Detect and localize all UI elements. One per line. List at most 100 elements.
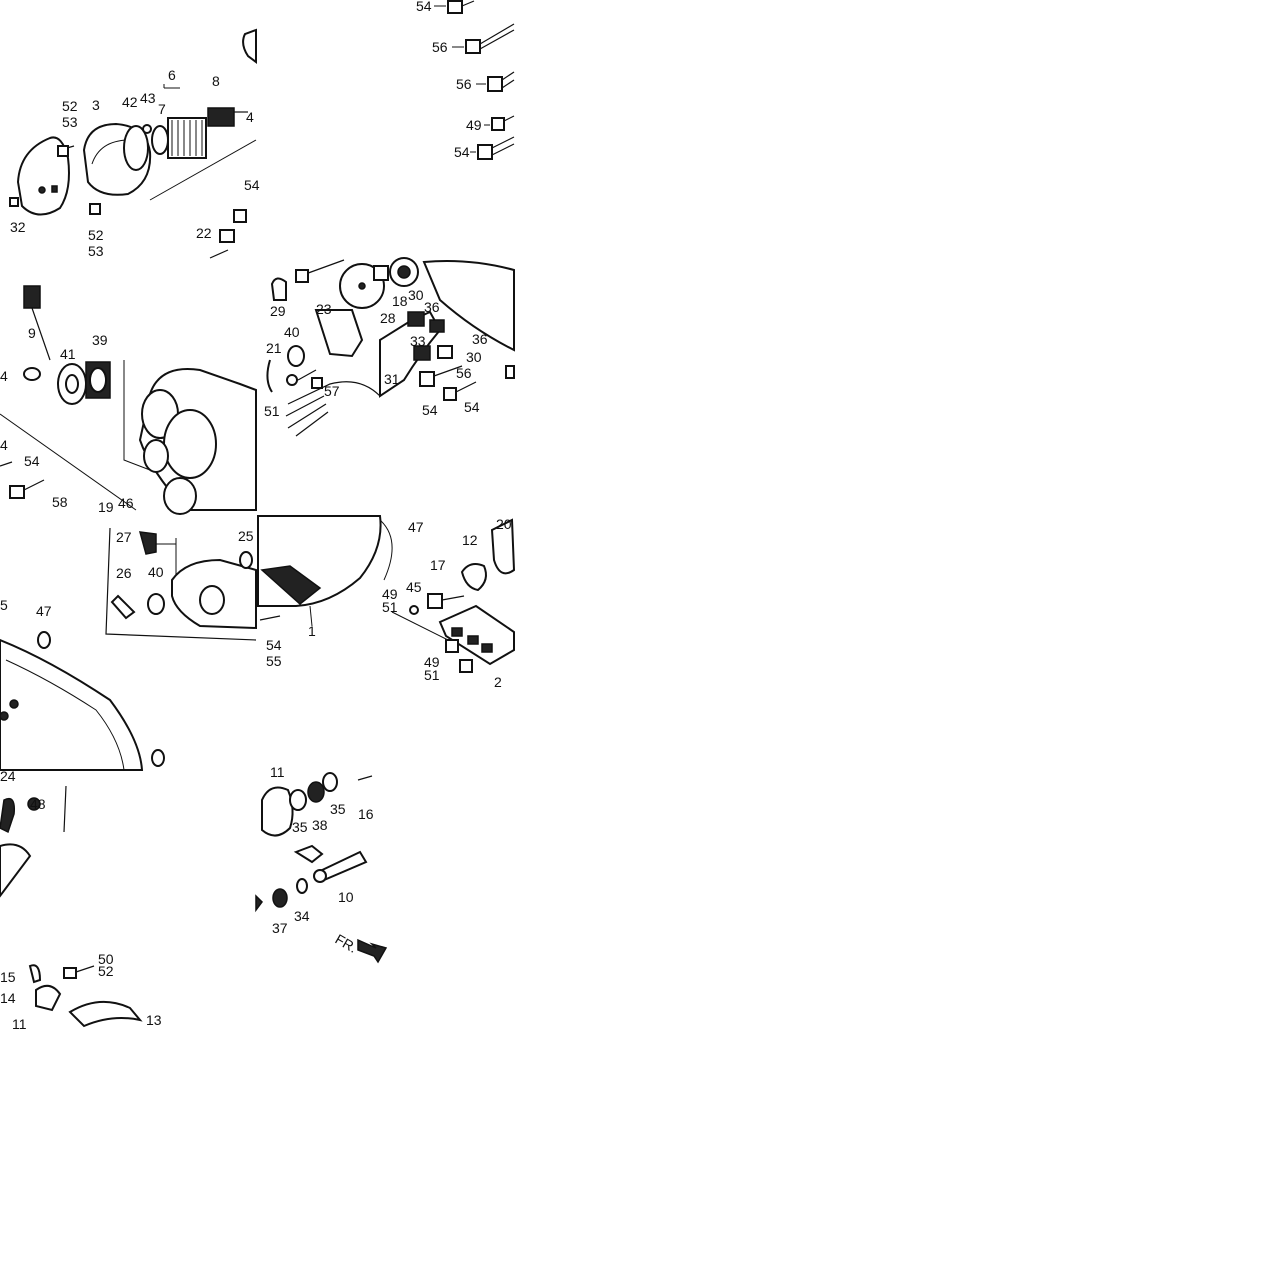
callout-58: 58 — [52, 494, 68, 510]
oring-43 — [142, 124, 152, 134]
callout-34: 34 — [294, 908, 310, 924]
callout-31: 31 — [384, 371, 400, 387]
callout-38: 38 — [312, 817, 328, 833]
bolt-54a — [434, 0, 475, 14]
pin-15 — [28, 964, 42, 984]
bearing-39 — [85, 361, 111, 399]
bearing-41 — [57, 363, 87, 405]
callout-54: 54 — [416, 0, 432, 14]
clip-27 — [138, 531, 157, 555]
callout-47: 47 — [408, 519, 424, 535]
guard-2 — [438, 604, 515, 666]
callout-54: 54 — [454, 144, 470, 160]
callout-56: 56 — [432, 39, 448, 55]
callout-13: 13 — [146, 1012, 162, 1028]
left-case-cover — [257, 515, 382, 607]
callout-52: 52 — [62, 98, 78, 114]
callout-47: 47 — [36, 603, 52, 619]
callout-6: 6 — [168, 67, 176, 83]
callout-40: 40 — [284, 324, 300, 340]
callout-39: 39 — [92, 332, 108, 348]
callout-4: 4 — [0, 437, 8, 453]
callout-4: 4 — [246, 109, 254, 125]
callout-35: 35 — [292, 819, 308, 835]
callout-24: 24 — [0, 768, 16, 784]
callout-29: 29 — [270, 303, 286, 319]
callout-21: 21 — [266, 340, 282, 356]
tile-middle-left: 9 39 41 4 54 4 58 19 46 — [0, 285, 257, 515]
callout-4: 4 — [0, 368, 8, 384]
callout-51: 51 — [424, 667, 440, 683]
callout-52: 52 — [88, 227, 104, 243]
bolt-56a — [452, 23, 515, 54]
callout-54: 54 — [266, 637, 282, 653]
tile-bottom-right: 47 20 12 17 45 49 51 1 54 55 49 51 2 — [257, 515, 516, 690]
callout-5: 5 — [0, 597, 8, 613]
callout-16: 16 — [358, 806, 374, 822]
bolt-49 — [484, 115, 515, 131]
callout-35: 35 — [330, 801, 346, 817]
callout-51: 51 — [382, 599, 398, 615]
callout-22: 22 — [196, 225, 212, 241]
callout-41: 41 — [60, 346, 76, 362]
callout-49: 49 — [466, 117, 482, 133]
bracket-23 — [314, 309, 364, 358]
callout-54: 54 — [24, 453, 40, 469]
callout-40: 40 — [148, 564, 164, 580]
front-marker: FR. — [333, 931, 361, 956]
callout-49: 49 — [382, 586, 398, 602]
callout-36: 36 — [424, 299, 440, 315]
callout-32: 32 — [10, 219, 26, 235]
callout-25: 25 — [238, 528, 254, 544]
callout-27: 27 — [116, 529, 132, 545]
callout-36: 36 — [472, 331, 488, 347]
callout-2: 2 — [494, 674, 502, 690]
callout-30: 30 — [466, 349, 482, 365]
callout-42: 42 — [122, 94, 138, 110]
callout-10: 10 — [338, 889, 354, 905]
callout-9: 9 — [28, 325, 36, 341]
callout-12: 12 — [462, 532, 478, 548]
dowel-47 — [37, 631, 51, 649]
lever-26 — [110, 594, 136, 620]
callout-50: 50 — [98, 951, 114, 967]
callout-8: 8 — [212, 73, 220, 89]
tile-bottom-left: 27 25 26 40 5 47 — [0, 527, 257, 771]
callout-15: 15 — [0, 969, 16, 985]
callout-55: 55 — [266, 653, 282, 669]
callout-46: 46 — [118, 495, 134, 511]
callout-28: 28 — [380, 310, 396, 326]
callout-23: 23 — [316, 301, 332, 317]
bolt-17 — [427, 593, 443, 609]
callout-54: 54 — [244, 177, 260, 193]
callout-26: 26 — [116, 565, 132, 581]
callout-53: 53 — [88, 243, 104, 259]
pulser-plate — [16, 136, 70, 216]
gear-8 — [207, 107, 248, 127]
callout-56: 56 — [456, 76, 472, 92]
pedal-13 — [68, 1000, 143, 1028]
callout-1: 1 — [308, 623, 316, 639]
callout-53: 53 — [62, 114, 78, 130]
bearing-37 — [272, 888, 288, 908]
arm-14 — [35, 984, 62, 1012]
callout-56: 56 — [456, 365, 472, 381]
callout-49: 49 — [424, 654, 440, 670]
callout-45: 45 — [406, 579, 422, 595]
callout-14: 14 — [0, 990, 16, 1006]
case-gasket — [0, 638, 144, 771]
cam-11 — [261, 786, 294, 837]
callout-51: 51 — [264, 403, 280, 419]
callout-43: 43 — [140, 90, 156, 106]
callout-48: 48 — [30, 796, 46, 812]
callout-33: 33 — [410, 333, 426, 349]
tile-lower-right: FR. 11 35 38 35 16 10 37 34 — [255, 764, 388, 964]
callout-7: 7 — [158, 101, 166, 117]
tile-lower-left: 24 48 50 52 15 14 11 13 — [0, 768, 162, 1032]
callout-54: 54 — [464, 399, 480, 415]
callout-11: 11 — [270, 764, 285, 780]
callout-20: 20 — [496, 516, 512, 532]
callout-54: 54 — [422, 402, 438, 418]
callout-3: 3 — [92, 97, 100, 113]
